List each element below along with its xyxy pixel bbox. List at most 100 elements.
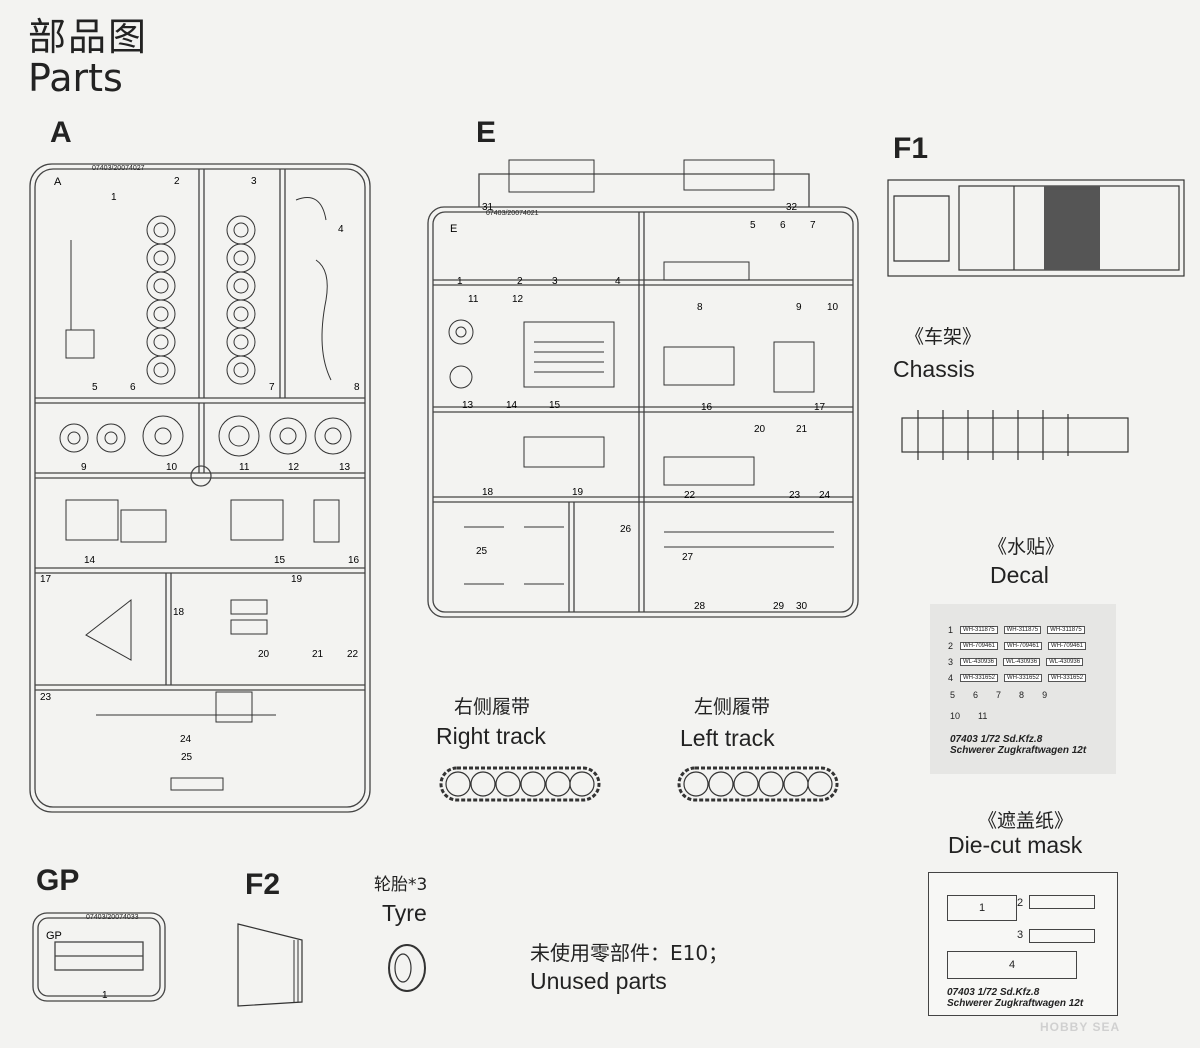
sprue-e-letter: E: [476, 116, 497, 149]
svg-text:5: 5: [750, 220, 756, 231]
chassis-label-en: Chassis: [893, 356, 975, 382]
decal-code: WH-331652: [1004, 674, 1043, 682]
svg-text:15: 15: [549, 400, 561, 411]
svg-text:20: 20: [258, 649, 270, 660]
sprue-gp-frame: GP 1: [32, 912, 166, 1002]
right-track-label-cn: 右侧履带: [454, 696, 531, 718]
svg-text:2: 2: [174, 176, 180, 187]
chassis-drawing: [901, 410, 1129, 460]
svg-text:18: 18: [173, 607, 185, 618]
svg-text:14: 14: [84, 555, 96, 566]
watermark: HOBBY SEA: [1040, 1020, 1121, 1034]
decal-code: WH-311875: [960, 626, 998, 634]
mask-footer-2: Schwerer Zugkraftwagen 12t: [947, 998, 1084, 1009]
svg-text:26: 26: [620, 524, 632, 535]
page-title-cn: 部品图: [28, 15, 149, 59]
decal-symbol-number: 7: [996, 690, 1002, 700]
decal-extra-number: 11: [978, 711, 988, 721]
left-track-drawing: [677, 766, 839, 802]
svg-text:5: 5: [92, 382, 98, 393]
decal-code: WH-709461: [1048, 642, 1087, 650]
decal-code: WH-331652: [960, 674, 999, 682]
svg-text:21: 21: [796, 424, 808, 435]
decal-row-number: 2: [948, 641, 954, 651]
sprue-gp-code: 07403/20074033: [86, 914, 139, 921]
right-track-label-en: Right track: [436, 723, 546, 749]
svg-text:10: 10: [166, 462, 178, 473]
svg-text:3: 3: [251, 176, 257, 187]
svg-text:27: 27: [682, 552, 694, 563]
mask-footer-1: 07403 1/72 Sd.Kfz.8: [947, 987, 1040, 998]
decal-code: WH-709461: [960, 642, 999, 650]
svg-text:29: 29: [773, 601, 785, 612]
mask-item-3: [1029, 929, 1095, 943]
svg-text:16: 16: [701, 402, 713, 413]
sprue-a-tag: A: [54, 176, 62, 188]
svg-text:12: 12: [288, 462, 300, 473]
svg-text:9: 9: [81, 462, 87, 473]
tyre-label-en: Tyre: [382, 900, 427, 926]
decal-code: WH-331652: [1048, 674, 1087, 682]
sprue-gp-part-1: 1: [102, 990, 108, 1001]
svg-text:20: 20: [754, 424, 766, 435]
f2-part-drawing: [237, 923, 303, 1007]
svg-text:14: 14: [506, 400, 518, 411]
sprue-gp-letter: GP: [36, 864, 80, 897]
svg-text:21: 21: [312, 649, 324, 660]
svg-text:3: 3: [552, 276, 558, 287]
mask-label-cn: 《遮盖纸》: [978, 810, 1074, 832]
decal-code: WL-430936: [1003, 658, 1041, 666]
unused-label-en: Unused parts: [530, 968, 667, 994]
svg-text:GP: GP: [46, 930, 62, 942]
svg-text:6: 6: [780, 220, 786, 231]
decal-symbol-number: 6: [973, 690, 979, 700]
sprue-e-code: 07403/20074021: [486, 210, 539, 217]
svg-text:16: 16: [348, 555, 360, 566]
svg-text:22: 22: [347, 649, 359, 660]
chassis-label-cn: 《车架》: [905, 326, 982, 348]
svg-text:4: 4: [338, 224, 344, 235]
mask-item-4: 4: [947, 951, 1077, 979]
svg-text:7: 7: [810, 220, 816, 231]
svg-text:12: 12: [512, 294, 524, 305]
decal-row-number: 3: [948, 657, 954, 667]
mask-item-2-label: 2: [1017, 897, 1024, 909]
svg-text:30: 30: [796, 601, 808, 612]
svg-text:32: 32: [786, 202, 798, 213]
svg-text:28: 28: [694, 601, 706, 612]
decal-row-number: 1: [948, 625, 954, 635]
decal-code: WH-709461: [1004, 642, 1043, 650]
svg-text:8: 8: [354, 382, 360, 393]
svg-text:4: 4: [615, 276, 621, 287]
svg-text:13: 13: [339, 462, 351, 473]
decal-extra-number: 10: [950, 711, 961, 721]
decal-code: WL-430936: [1046, 658, 1084, 666]
svg-text:19: 19: [572, 487, 584, 498]
decal-symbol-number: 9: [1042, 690, 1048, 700]
svg-text:23: 23: [40, 692, 52, 703]
decal-symbol-number: 8: [1019, 690, 1025, 700]
svg-text:22: 22: [684, 490, 696, 501]
tyre-drawing: [388, 944, 426, 992]
svg-text:18: 18: [482, 487, 494, 498]
unused-label-cn: 未使用零部件：E10；: [530, 941, 729, 965]
svg-text:9: 9: [796, 302, 802, 313]
svg-text:11: 11: [468, 294, 479, 305]
sprue-a-code: 07403/20074027: [92, 165, 145, 172]
mask-item-3-label: 3: [1017, 929, 1024, 941]
svg-text:6: 6: [130, 382, 136, 393]
sprue-f2-letter: F2: [245, 868, 281, 901]
right-track-drawing: [439, 766, 601, 802]
svg-text:11: 11: [239, 462, 250, 473]
mask-item-2: [1029, 895, 1095, 909]
svg-text:1: 1: [111, 192, 117, 203]
svg-text:15: 15: [274, 555, 286, 566]
svg-text:25: 25: [476, 546, 488, 557]
decal-symbol-number: 5: [950, 690, 956, 700]
